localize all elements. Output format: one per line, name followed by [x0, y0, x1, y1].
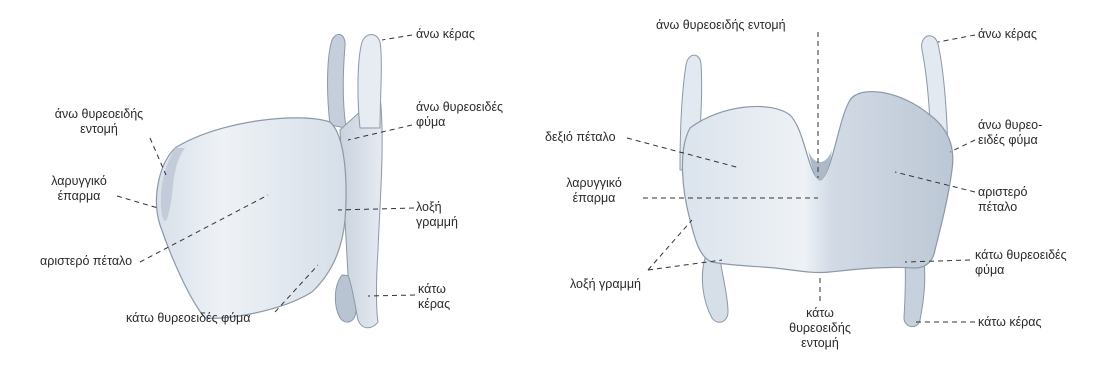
label-left-laryngiko-eparma: λαρυγγικό έπαρμα — [44, 174, 114, 204]
leader-r-loxi-1 — [648, 220, 692, 270]
right-view-thyroid-body — [682, 92, 952, 273]
label-left-laryngiko-eparma-text: λαρυγγικό έπαρμα — [51, 174, 107, 203]
label-right-ano-thyreoeides-entomi: άνω θυρεοειδής εντομή — [656, 18, 786, 33]
label-right-aristero-petalo: αριστερό πέταλο — [978, 185, 1038, 215]
label-right-dexio-petalo: δεξιό πέταλο — [545, 130, 616, 145]
left-view-superior-horn-back — [328, 34, 346, 128]
label-right-ano-thyreo-eides-fyma-text: άνω θυρεο-ειδές φύμα — [978, 118, 1042, 147]
label-right-ano-thyreo-eides-fyma: άνω θυρεο-ειδές φύμα — [978, 118, 1048, 148]
label-left-aristero-petalo: αριστερό πέταλο — [40, 254, 132, 269]
label-right-laryngiko-eparma-text: λαρυγγικό έπαρμα — [566, 176, 622, 205]
label-left-loxi-grammi-text: λοξή γραμμή — [416, 200, 458, 229]
left-view-lamina — [156, 118, 346, 318]
label-right-ano-keras: άνω κέρας — [978, 27, 1037, 42]
leader-r-ano-keras — [938, 35, 975, 42]
label-right-kato-keras: κάτω κέρας — [978, 315, 1042, 330]
label-right-aristero-petalo-text: αριστερό πέταλο — [978, 185, 1027, 214]
left-view-superior-horn — [358, 35, 381, 129]
label-right-kato-thyreoeides-fyma: κάτω θυρεοειδές φύμα — [975, 248, 1085, 278]
label-left-ano-thyreoeides-entomi-text: άνω θυρεοειδής εντομή — [55, 107, 143, 136]
label-right-kato-thyreoeides-fyma-text: κάτω θυρεοειδές φύμα — [975, 248, 1067, 277]
label-right-loxi-grammi: λοξή γραμμή — [570, 277, 641, 292]
leader-r-ano-fyma — [950, 140, 975, 152]
label-right-laryngiko-eparma: λαρυγγικό έπαρμα — [548, 176, 640, 206]
label-right-kato-thyreoeides-entomi: κάτω θυρεοειδής εντομή — [780, 306, 860, 351]
label-left-ano-keras: άνω κέρας — [416, 27, 475, 42]
label-left-kato-keras: κάτω κέρας — [418, 282, 458, 312]
label-left-kato-thyreoeides-fyma: κάτω θυρεοειδές φύμα — [126, 311, 251, 326]
label-left-loxi-grammi: λοξή γραμμή — [416, 200, 466, 230]
label-left-ano-thyreoeides-fyma: άνω θυρεοειδές φύμα — [416, 100, 526, 130]
right-view-inferior-horn-right — [702, 258, 728, 322]
label-right-kato-thyreoeides-entomi-text: κάτω θυρεοειδής εντομή — [789, 306, 851, 350]
label-left-ano-thyreoeides-fyma-text: άνω θυρεοειδές φύμα — [416, 100, 503, 129]
leader-l-ano-keras — [382, 35, 412, 40]
label-left-ano-thyreoeides-entomi: άνω θυρεοειδής εντομή — [40, 107, 158, 137]
label-left-kato-keras-text: κάτω κέρας — [418, 282, 450, 311]
leader-l-eparma — [117, 196, 158, 208]
right-view-inferior-horn-left — [904, 262, 925, 327]
